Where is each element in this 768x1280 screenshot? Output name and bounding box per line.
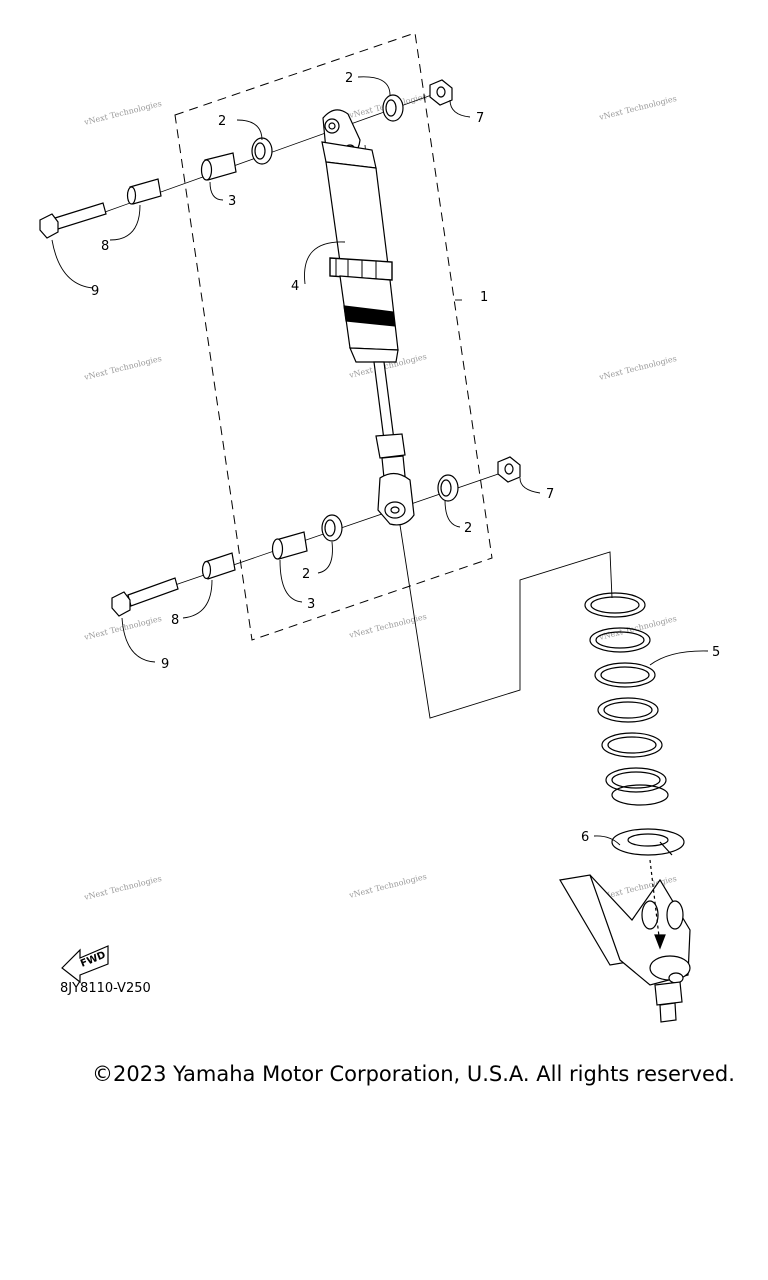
watermark: vNext Technologies (82, 354, 162, 382)
lower-arm-mount (559, 859, 691, 1023)
callout-1: 1 (480, 290, 488, 305)
coil-spring (584, 592, 669, 806)
watermark: vNext Technologies (597, 94, 677, 122)
watermark: vNext Technologies (82, 99, 162, 127)
callout-2: 2 (464, 521, 472, 536)
callout-4: 4 (291, 279, 299, 294)
callout-8: 8 (101, 239, 109, 254)
bolt-top (54, 202, 107, 230)
watermark: vNext Technologies (347, 872, 427, 900)
callout-3: 3 (228, 194, 236, 209)
callout-8: 8 (171, 613, 179, 628)
callout-2: 2 (218, 114, 226, 129)
callout-9: 9 (161, 657, 169, 672)
spring-relation-line (399, 524, 613, 719)
callout-2: 2 (302, 567, 310, 582)
bolt-bottom (127, 577, 179, 607)
copyright-notice: ©2023 Yamaha Motor Corporation, U.S.A. A… (92, 1062, 735, 1086)
top-hardware (39, 79, 453, 239)
callout-7: 7 (476, 111, 484, 126)
watermark: vNext Technologies (597, 354, 677, 382)
spring-seat (611, 828, 685, 856)
watermark: vNext Technologies (82, 874, 162, 902)
callout-5: 5 (712, 645, 720, 660)
bolt-head-bottom (111, 591, 131, 617)
callout-6: 6 (581, 830, 589, 845)
shock-absorber (321, 109, 415, 526)
bolt-head-top (39, 213, 59, 239)
callout-9: 9 (91, 284, 99, 299)
shock-assembly-boundary (174, 32, 493, 641)
callouts: 1 2 2 2 2 3 3 4 5 6 7 7 8 8 9 9 (91, 71, 720, 845)
part-code: 8JY8110-V250 (60, 981, 151, 996)
centerlines (104, 91, 511, 586)
watermark: vNext Technologies (597, 614, 677, 642)
exploded-parts-diagram: vNext Technologies vNext Technologies vN… (39, 32, 720, 1023)
fwd-arrow-icon: FWD (61, 945, 109, 984)
leader-lines (51, 76, 709, 846)
callout-2: 2 (345, 71, 353, 86)
bottom-hardware (111, 456, 521, 617)
callout-7: 7 (546, 487, 554, 502)
callout-3: 3 (307, 597, 315, 612)
